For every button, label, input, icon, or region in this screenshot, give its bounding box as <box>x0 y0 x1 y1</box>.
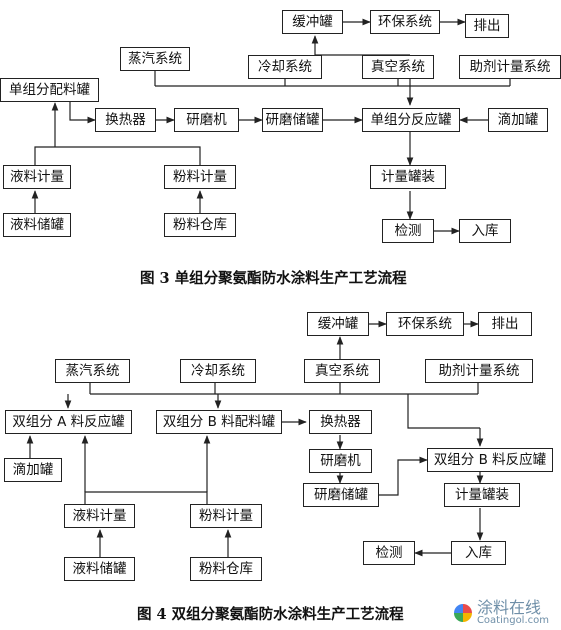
fig3-caption: 图 3 单组分聚氨酯防水涂料生产工艺流程 <box>140 270 407 287</box>
f3-reactor-box: 单组分反应罐 <box>362 108 460 132</box>
f4-grind-storage-box: 研磨储罐 <box>303 483 379 507</box>
f3-liquid-storage-box: 液料储罐 <box>3 213 71 237</box>
f3-powder-meter-box: 粉料计量 <box>164 165 236 189</box>
f4-vacuum-box: 真空系统 <box>304 359 380 383</box>
line <box>407 394 480 429</box>
f4-steam-box: 蒸汽系统 <box>55 359 130 383</box>
watermark-cn: 涂料在线 <box>476 598 541 617</box>
f4-discharge-box: 排出 <box>478 312 532 336</box>
f4-canning-box: 计量罐装 <box>444 483 520 507</box>
fig4-caption: 图 4 双组分聚氨酯防水涂料生产工艺流程 <box>137 606 404 623</box>
f4-warehouse-box: 入库 <box>451 541 506 565</box>
arrow <box>379 456 428 496</box>
f4-b-mix-box: 双组分 B 料配料罐 <box>156 410 282 434</box>
f3-warehouse-box: 入库 <box>459 219 511 243</box>
f4-drip-tank-box: 滴加罐 <box>4 458 62 482</box>
f3-cooling-box: 冷却系统 <box>248 55 322 79</box>
f3-additive-meter-box: 助剂计量系统 <box>459 55 561 79</box>
f3-steam-box: 蒸汽系统 <box>120 47 190 71</box>
pinwheel-logo-icon <box>453 604 472 622</box>
watermark: 涂料在线 Coatingol.com <box>453 600 549 626</box>
f4-env-system-box: 环保系统 <box>386 312 464 336</box>
f3-drip-tank-box: 滴加罐 <box>488 108 548 132</box>
f4-b-reactor-box: 双组分 B 料反应罐 <box>427 448 553 472</box>
line <box>34 146 201 165</box>
f4-liquid-storage-box: 液料储罐 <box>64 557 135 581</box>
f4-liquid-meter-box: 液料计量 <box>64 504 135 528</box>
f3-powder-store-box: 粉料仓库 <box>164 213 236 237</box>
f4-buffer-tank-box: 缓冲罐 <box>307 312 369 336</box>
f4-a-reactor-box: 双组分 A 料反应罐 <box>5 410 132 434</box>
f3-grind-storage-box: 研磨储罐 <box>262 108 323 132</box>
f4-inspect-box: 检测 <box>363 541 415 565</box>
f3-env-system-box: 环保系统 <box>370 10 440 34</box>
f3-heat-exchanger-box: 换热器 <box>95 108 156 132</box>
f4-powder-meter-box: 粉料计量 <box>190 504 262 528</box>
line <box>84 491 208 504</box>
f3-liquid-meter-box: 液料计量 <box>3 165 71 189</box>
f3-grinder-box: 研磨机 <box>174 108 239 132</box>
f3-inspect-box: 检测 <box>382 219 434 243</box>
f4-grinder-box: 研磨机 <box>309 449 372 473</box>
f3-mix-tank-box: 单组分配料罐 <box>0 78 99 102</box>
f4-heat-exchanger-box: 换热器 <box>309 410 372 434</box>
f4-cooling-box: 冷却系统 <box>180 359 256 383</box>
watermark-en: Coatingol.com <box>476 615 549 626</box>
f3-vacuum-box: 真空系统 <box>362 55 434 79</box>
arrow <box>69 101 96 124</box>
f4-powder-store-box: 粉料仓库 <box>190 557 262 581</box>
f3-canning-box: 计量罐装 <box>370 165 446 189</box>
f4-additive-meter-box: 助剂计量系统 <box>425 359 533 383</box>
f3-discharge-box: 排出 <box>465 14 509 38</box>
f3-buffer-tank-box: 缓冲罐 <box>282 10 343 34</box>
